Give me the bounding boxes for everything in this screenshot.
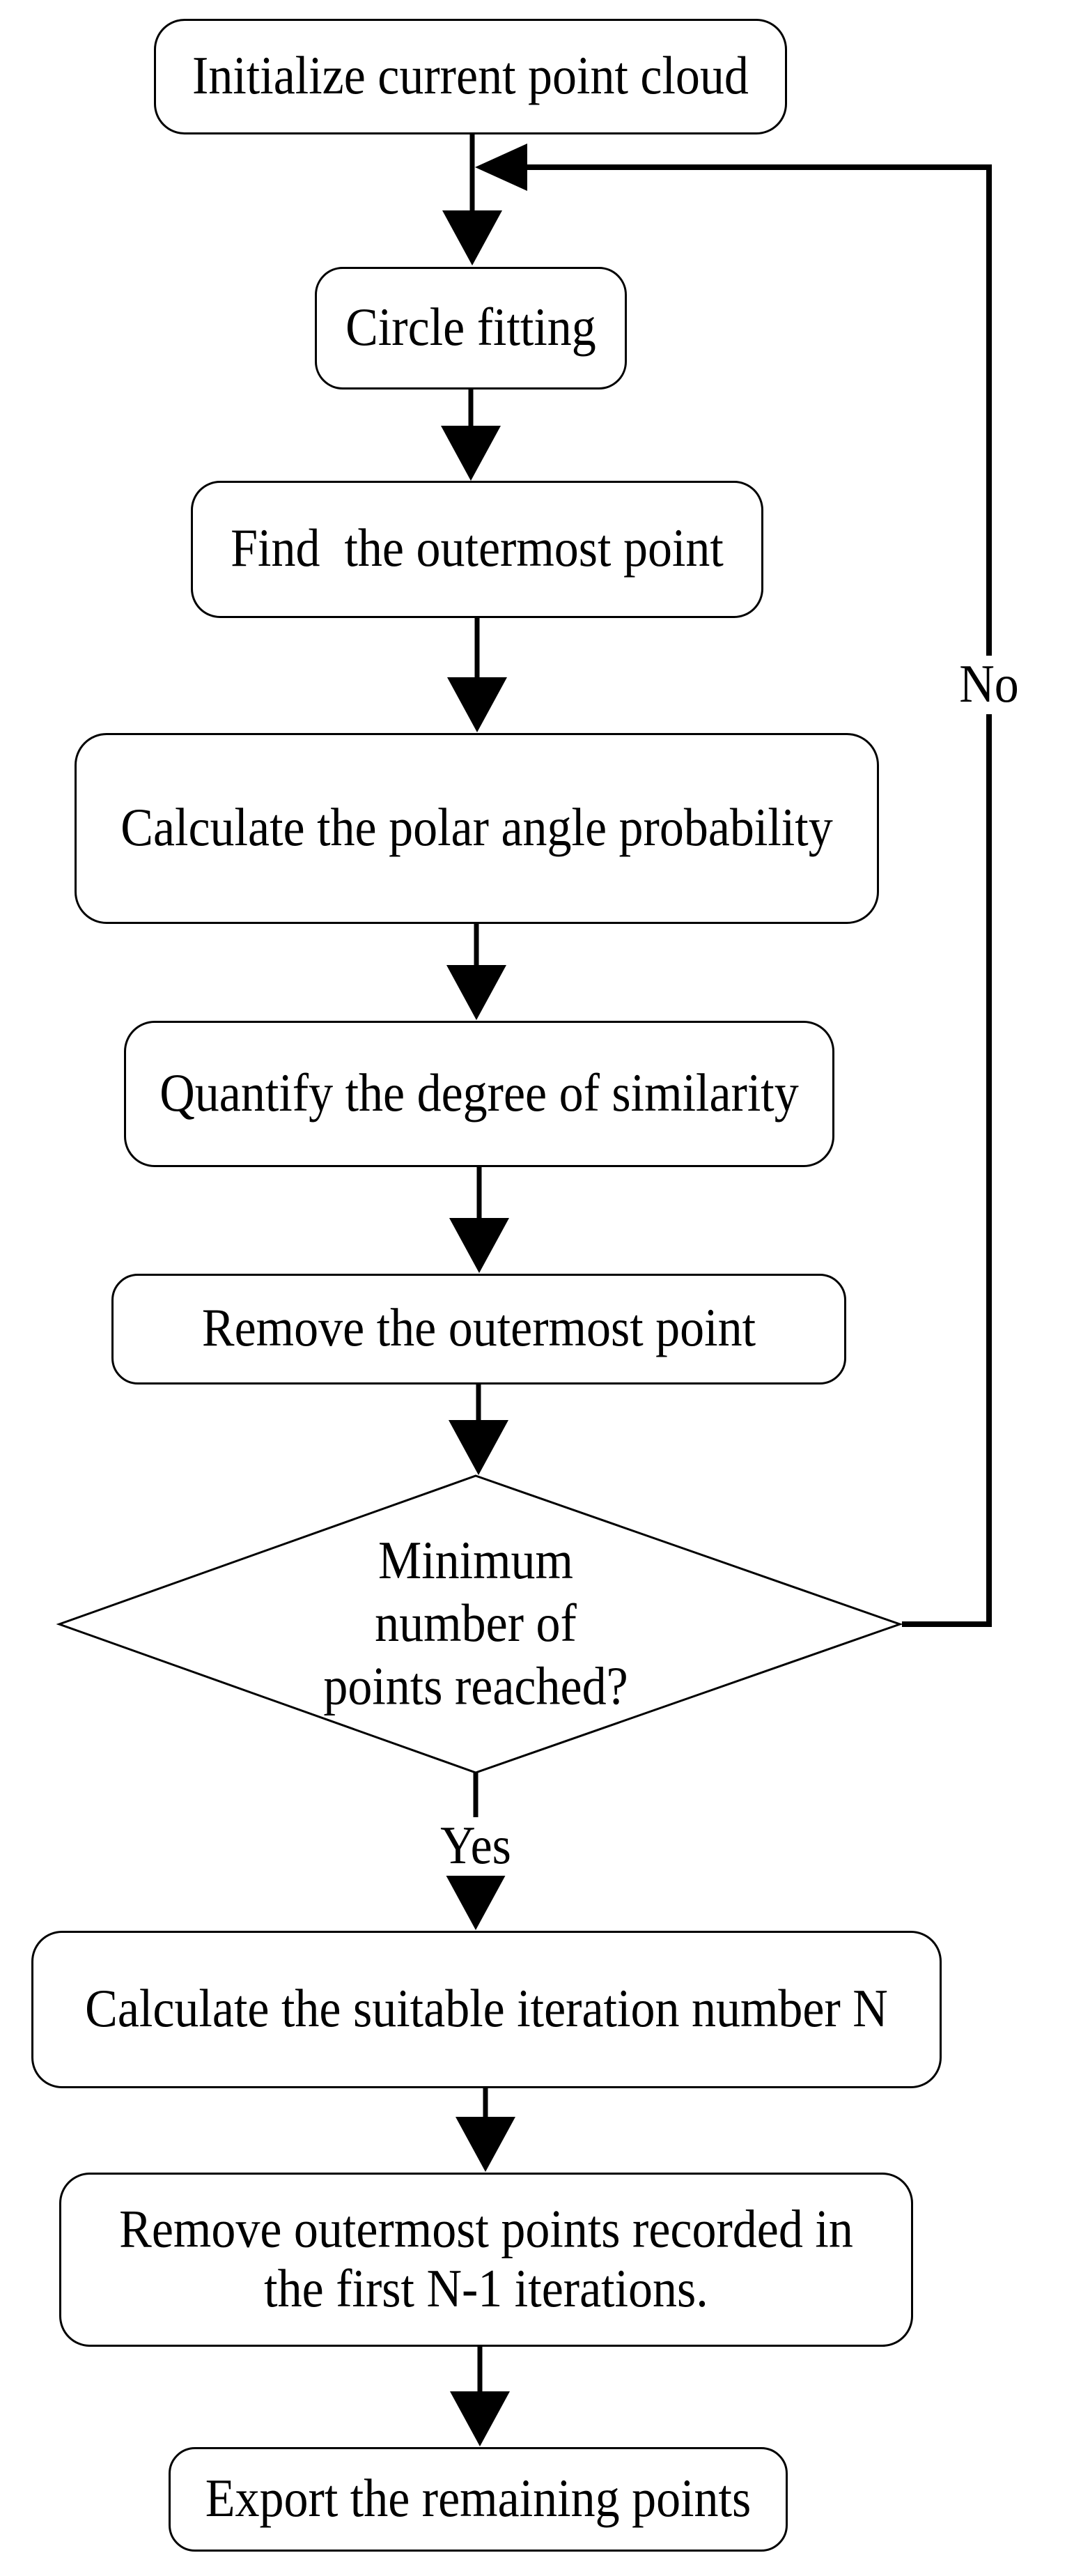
node-label: Remove the outermost point <box>201 1299 756 1359</box>
arrowhead-down-icon <box>446 965 506 1020</box>
node-label: Remove outermost points recorded in the … <box>119 2199 853 2319</box>
node-label: Calculate the suitable iteration number … <box>85 1979 888 2039</box>
node-export-remaining-points: Export the remaining points <box>169 2447 788 2552</box>
node-label: Circle fitting <box>345 298 596 357</box>
arrowhead-left-icon <box>475 144 527 191</box>
edge-label-text: No <box>959 655 1019 714</box>
node-label: Initialize current point cloud <box>192 46 749 106</box>
arrowhead-down-icon <box>450 2391 510 2446</box>
arrowhead-down-icon <box>447 677 507 732</box>
arrowhead-down-icon <box>449 1218 509 1273</box>
node-label: Minimum number of points reached? <box>323 1532 628 1716</box>
arrowhead-down-icon <box>449 1420 508 1475</box>
node-label: Calculate the polar angle probability <box>120 798 833 858</box>
node-minimum-points-decision: Minimum number of points reached? <box>232 1513 719 1736</box>
edge-label-text: Yes <box>440 1817 511 1876</box>
no-feedback-line <box>524 164 992 1627</box>
node-label: Export the remaining points <box>205 2469 752 2529</box>
node-find-outermost-point: Find the outermost point <box>191 481 763 618</box>
arrowhead-down-icon <box>446 1875 506 1930</box>
edge-label-yes: Yes <box>406 1817 545 1876</box>
node-remove-outermost-point: Remove the outermost point <box>111 1274 846 1385</box>
node-polar-angle-probability: Calculate the polar angle probability <box>75 733 879 924</box>
node-suitable-iteration-number: Calculate the suitable iteration number … <box>31 1931 942 2088</box>
node-circle-fitting: Circle fitting <box>315 267 627 390</box>
node-remove-points-n1-iterations: Remove outermost points recorded in the … <box>59 2173 913 2347</box>
node-label: Quantify the degree of similarity <box>159 1063 799 1123</box>
arrowhead-down-icon <box>441 426 501 481</box>
node-initialize-point-cloud: Initialize current point cloud <box>154 19 787 134</box>
node-label: Find the outermost point <box>231 519 724 579</box>
node-quantify-similarity: Quantify the degree of similarity <box>124 1021 834 1167</box>
edge-label-no: No <box>919 655 1059 714</box>
arrowhead-down-icon <box>456 2117 515 2172</box>
arrowhead-down-icon <box>442 210 502 265</box>
